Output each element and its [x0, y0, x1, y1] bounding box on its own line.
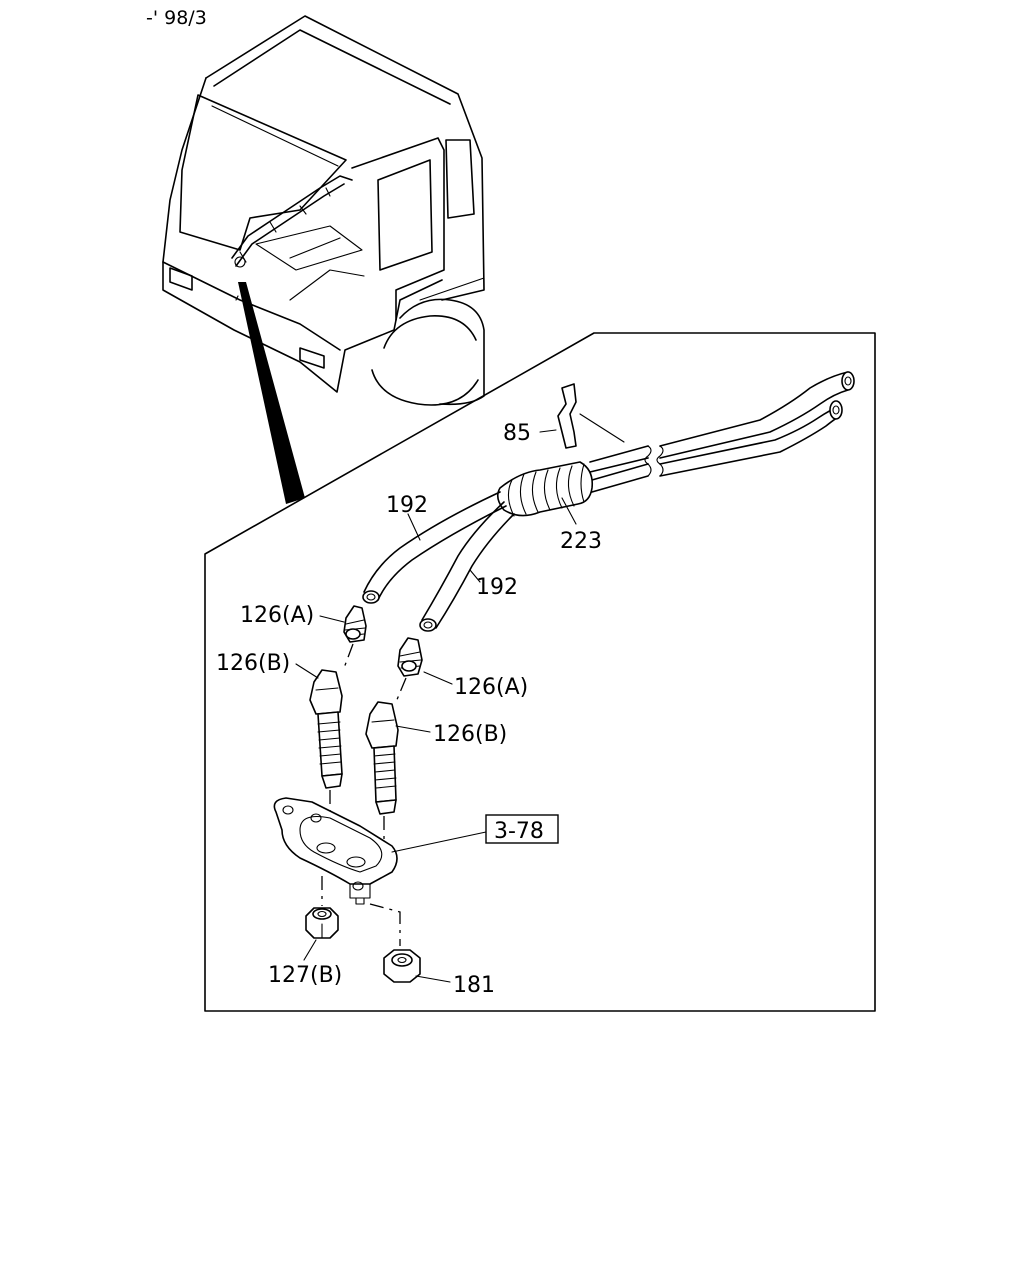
- label-192-upper: 192: [386, 493, 428, 518]
- label-126b-left: 126(B): [216, 651, 290, 676]
- label-126a-right: 126(A): [454, 675, 528, 700]
- detail-frame: [204, 332, 876, 1012]
- callout-pointer: [238, 282, 305, 504]
- clip-85: [539, 383, 625, 449]
- ref-box-3-78[interactable]: [485, 814, 559, 844]
- label-127b: 127(B): [268, 963, 342, 988]
- mounting-bracket: [273, 797, 401, 946]
- nozzle-assembly-right: [365, 637, 423, 848]
- label-192-lower: 192: [476, 575, 518, 600]
- label-181: 181: [453, 973, 495, 998]
- nut-181: [383, 949, 421, 983]
- label-3-78: 3-78: [494, 819, 544, 844]
- label-126b-right: 126(B): [433, 722, 507, 747]
- label-223: 223: [560, 529, 602, 554]
- label-85: 85: [503, 421, 531, 446]
- truck-cab-illustration: [162, 15, 485, 406]
- leader-lines: [295, 497, 577, 983]
- nut-127b: [305, 907, 339, 939]
- hose-assembly: [362, 371, 855, 632]
- nozzle-assembly-left: [309, 605, 367, 836]
- label-126a-left: 126(A): [240, 603, 314, 628]
- range-code: -' 98/3: [146, 7, 207, 29]
